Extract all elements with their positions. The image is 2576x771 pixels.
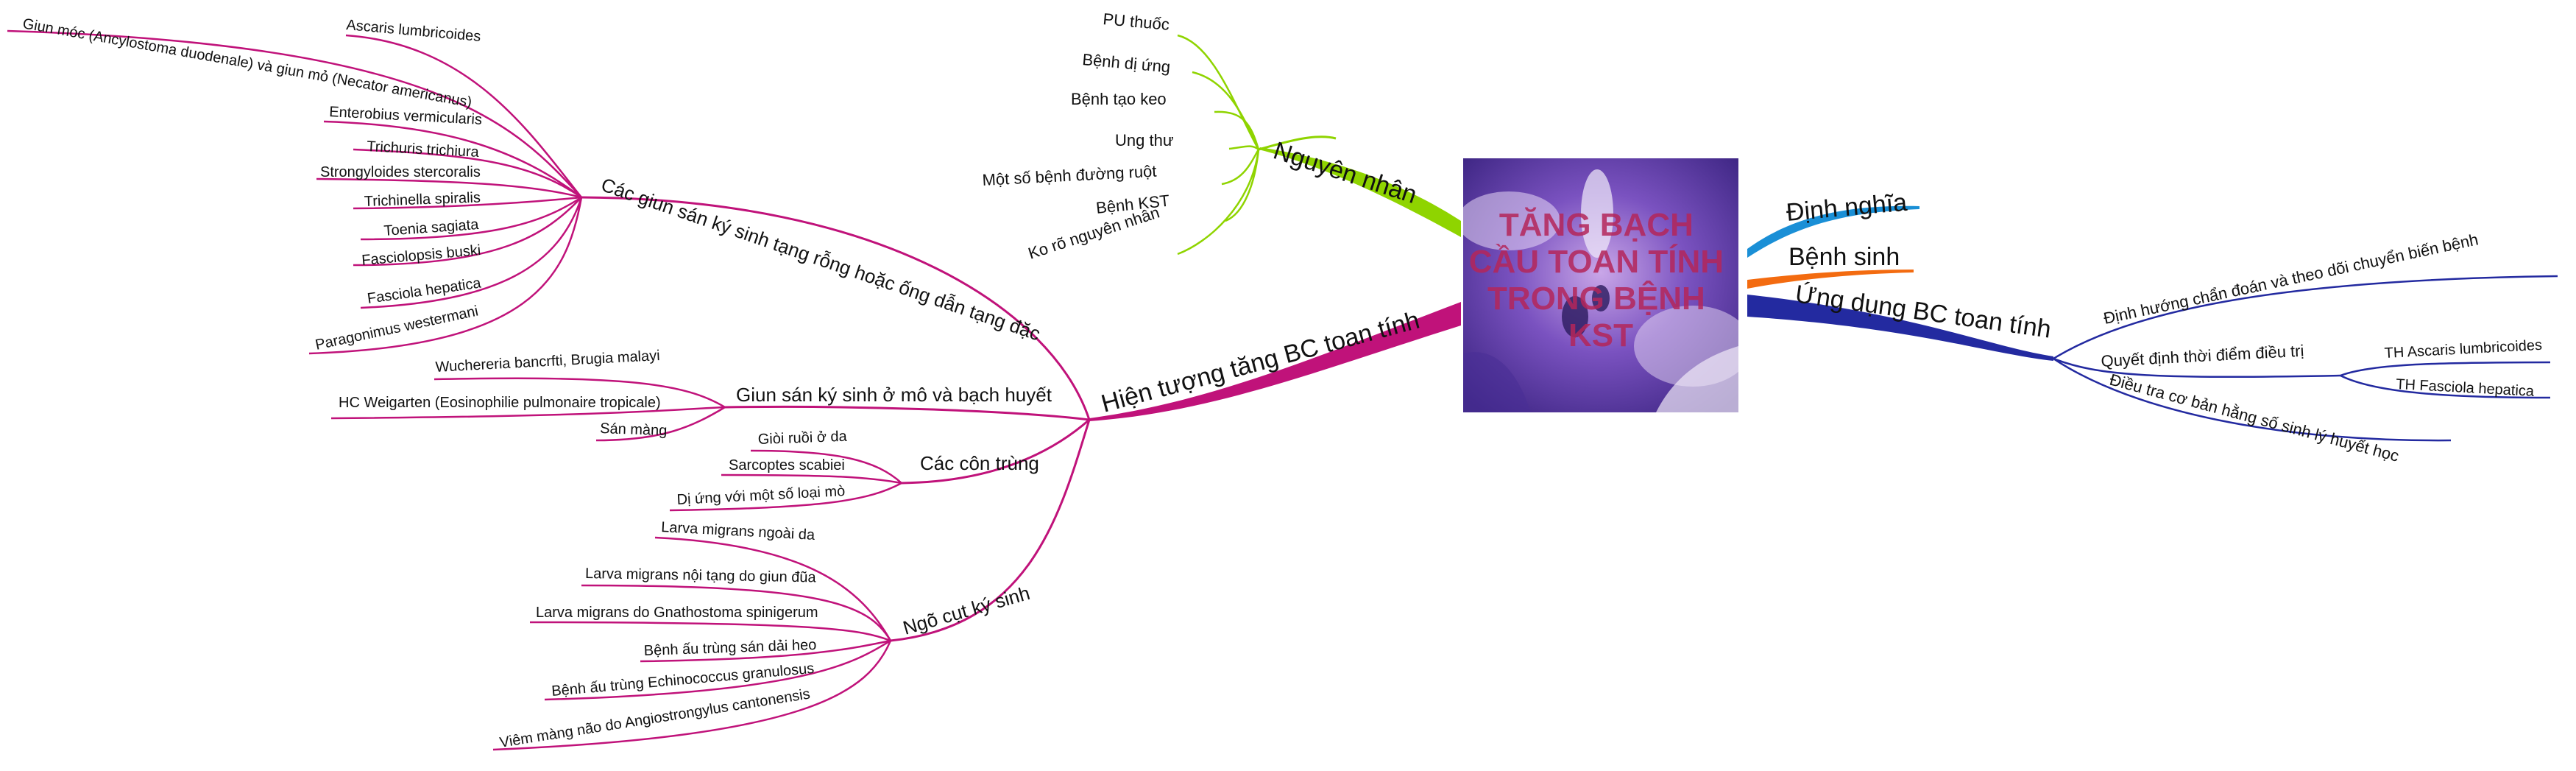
group-con-trung-label[interactable]: Các côn trùng	[920, 452, 1039, 474]
connector-giun-moc	[7, 29, 582, 198]
connector-enterobius	[323, 120, 582, 198]
ung-dung-connectors	[2053, 275, 2558, 442]
connector-fasciolopsis	[353, 197, 582, 267]
group-con-trung-connectors	[669, 449, 902, 512]
group-mo-label[interactable]: Giun sán ký sinh ở mô và bạch huyết	[736, 384, 1052, 406]
hien-tuong-group-connectors	[581, 196, 1091, 642]
ung-dung-item-quyet-dinh[interactable]: Quyết định thời điểm điều trị	[2101, 342, 2304, 370]
connector-quyet-dinh	[2053, 357, 2341, 378]
mo-item-wuchereria[interactable]: Wuchereria bancrfti, Brugia malayi	[435, 348, 660, 376]
connector-dinh-huong	[2053, 275, 2558, 360]
connector-au-trung-echinococcus	[544, 639, 891, 701]
connector-group-ngo-cut	[890, 419, 1091, 642]
central-title-line-4: KST	[1568, 317, 1633, 353]
branch-benh-sinh-trunk	[1747, 270, 1914, 289]
connector-group-con-trung	[901, 418, 1090, 485]
connector-gioi-ruoi	[750, 449, 902, 484]
ung-dung-item-dinh-huong[interactable]: Định hướng chẩn đoán và theo dõi chuyển …	[2102, 230, 2480, 327]
svg-text:TĂNG BẠCH CẦU TOAN TÍNH: TĂNG BẠCH CẦU TOAN TÍNH TRONG BỆNH KST	[1469, 206, 1733, 353]
branch-benh-sinh-label[interactable]: Bệnh sinh	[1788, 243, 1900, 271]
ngo-cut-item-viem-mang-nao[interactable]: Viêm màng não do Angiostrongylus cantone…	[498, 686, 811, 750]
rong-item-trichuris[interactable]: Trichuris trichiura	[367, 138, 480, 161]
connector-benh-di-ung	[1192, 71, 1260, 150]
central-topic[interactable]: TĂNG BẠCH CẦU TOAN TÍNH TRONG BỆNH KST	[1457, 158, 1752, 412]
nguyen-nhan-item-mot-so-benh-duong-ruot[interactable]: Một số bệnh đường ruột	[982, 162, 1157, 189]
ung-dung-item-dieu-tra[interactable]: Điều tra cơ bản hằng số sinh lý huyết họ…	[2108, 370, 2401, 465]
mo-item-hc-weigarten[interactable]: HC Weigarten (Eosinophilie pulmonaire tr…	[339, 395, 661, 411]
connector-san-mang	[595, 406, 726, 442]
central-title-line-1: TĂNG BẠCH	[1499, 206, 1694, 243]
connector-trichuris	[353, 148, 582, 199]
group-mo-connectors	[330, 377, 726, 442]
group-rong-connectors	[7, 29, 583, 355]
rong-item-ascaris[interactable]: Ascaris lumbricoides	[346, 17, 482, 45]
nguyen-nhan-item-ko-ro-nguyen-nhan[interactable]: Ko rõ nguyên nhân	[1026, 203, 1162, 263]
connector-th-ascaris	[2340, 361, 2551, 377]
rong-item-strongyloides[interactable]: Strongyloides stercoralis	[320, 164, 481, 180]
connector-trichinella	[353, 196, 582, 210]
rong-item-fasciolopsis[interactable]: Fasciolopsis buski	[361, 242, 482, 269]
connector-sarcoptes	[721, 473, 902, 485]
connector-th-fasciola	[2340, 374, 2551, 399]
group-ngo-cut-label[interactable]: Ngõ cụt ký sinh	[900, 582, 1032, 639]
connector-benh-kst	[1225, 149, 1260, 222]
connector-ascaris	[345, 34, 582, 198]
connector-toenia	[360, 196, 582, 241]
connector-paragonimus	[308, 197, 583, 355]
connector-fasciola	[360, 197, 583, 309]
ngo-cut-item-larva-noi-tang[interactable]: Larva migrans nội tạng do giun đũa	[585, 566, 817, 585]
branch-benh-sinh: Bệnh sinh	[1747, 243, 1914, 289]
connector-mot-so-benh	[1221, 149, 1260, 186]
connector-larva-gnathostoma	[529, 621, 891, 642]
connector-group-rong	[581, 196, 1091, 420]
central-title-line-3: TRONG BỆNH	[1487, 280, 1705, 317]
ung-dung-subitem-th-ascaris[interactable]: TH Ascaris lumbricoides	[2384, 337, 2542, 362]
group-rong-label[interactable]: Các giun sán ký sinh tạng rỗng hoặc ống …	[598, 173, 1043, 345]
central-title-line-2: CẦU TOAN TÍNH	[1469, 243, 1724, 280]
nguyen-nhan-item-benh-tao-keo[interactable]: Bệnh tạo keo	[1071, 90, 1167, 108]
branch-dinh-nghia-label[interactable]: Định nghĩa	[1785, 189, 1908, 227]
con-trung-item-sarcoptes[interactable]: Sarcoptes scabiei	[729, 457, 845, 473]
mo-item-san-mang[interactable]: Sán màng	[600, 420, 668, 439]
connector-au-trung-san-dai-heo	[640, 639, 891, 663]
connector-di-ung-mo	[669, 482, 902, 512]
branch-nguyen-nhan-label[interactable]: Nguyên nhân	[1270, 136, 1420, 209]
branch-dinh-nghia-trunk	[1747, 205, 1919, 258]
connector-viem-mang-nao	[492, 640, 892, 751]
connector-dieu-tra	[2053, 357, 2452, 442]
branch-ung-dung-trunk	[1747, 295, 2053, 361]
connector-group-mo	[724, 405, 1090, 421]
nguyen-nhan-item-benh-di-ung[interactable]: Bệnh dị ứng	[1082, 50, 1172, 76]
connector-larva-noi-tang	[581, 584, 892, 641]
central-histology-image	[1463, 158, 1738, 412]
group-ngo-cut-connectors	[492, 536, 892, 751]
rong-item-toenia[interactable]: Toenia sagiata	[383, 216, 480, 239]
branch-nguyen-nhan: Nguyên nhân PU thuốc Bệnh dị ứng Bệnh tạ…	[982, 10, 1461, 263]
con-trung-item-gioi-ruoi[interactable]: Giòi ruồi ở da	[757, 429, 848, 448]
branch-hien-tuong-label[interactable]: Hiện tượng tăng BC toan tính	[1098, 306, 1422, 418]
connector-larva-ngoai-da	[654, 536, 892, 641]
nguyen-nhan-item-ung-thu[interactable]: Ung thư	[1115, 131, 1174, 149]
connector-wuchereria	[434, 377, 726, 409]
connector-ko-ro	[1177, 149, 1260, 256]
rong-item-trichinella[interactable]: Trichinella spiralis	[364, 189, 481, 210]
branch-hien-tuong: Hiện tượng tăng BC toan tính Các giun sá…	[7, 15, 1461, 751]
connector-pu-thuoc	[1177, 34, 1260, 150]
nguyen-nhan-connectors	[1177, 34, 1260, 256]
nguyen-nhan-item-pu-thuoc[interactable]: PU thuốc	[1103, 10, 1170, 34]
connector-ung-thu	[1228, 145, 1259, 151]
ngo-cut-item-larva-gnathostoma[interactable]: Larva migrans do Gnathostoma spinigerum	[536, 605, 818, 621]
connector-strongyloides	[316, 177, 582, 199]
connector-nguyen-nhan-underline	[1258, 135, 1337, 151]
connector-benh-tao-keo	[1214, 110, 1260, 150]
connector-hc-weigarten	[330, 406, 726, 420]
